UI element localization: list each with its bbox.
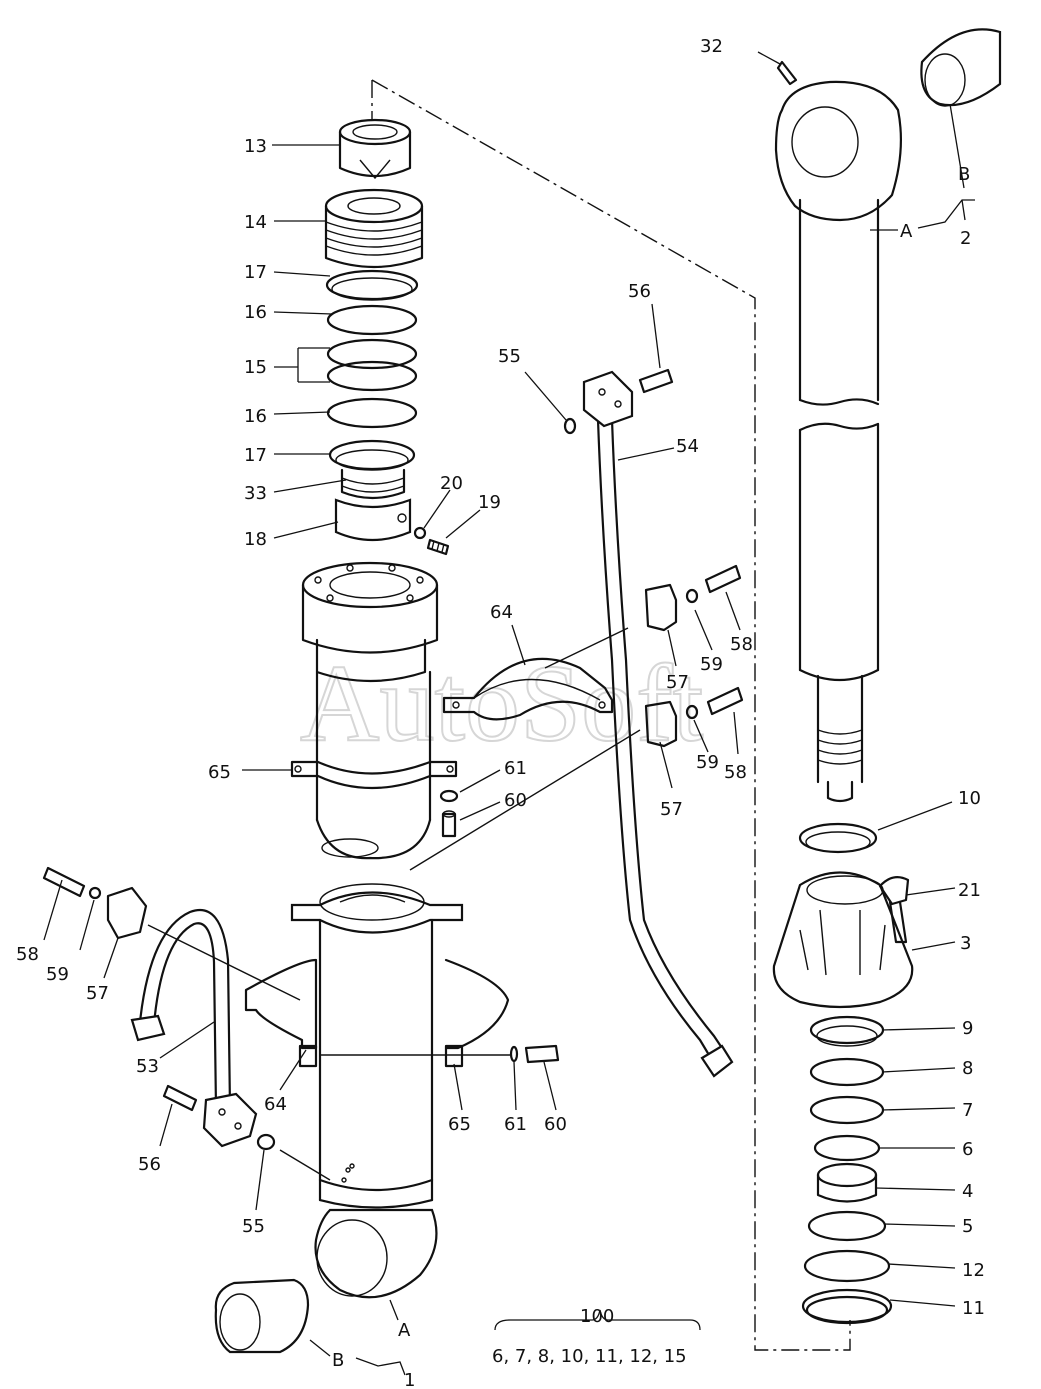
label-B-barrel: B xyxy=(332,1350,344,1371)
label-61: 61 xyxy=(504,758,527,779)
label-19: 19 xyxy=(478,492,501,513)
label-13: 13 xyxy=(244,136,267,157)
part-18-nut xyxy=(334,468,412,542)
label-59: 59 xyxy=(700,654,723,675)
label-65: 65 xyxy=(448,1114,471,1135)
label-17: 17 xyxy=(244,445,267,466)
label-8: 8 xyxy=(962,1058,973,1079)
part-2-piston-rod xyxy=(774,28,1002,803)
part-3-piston xyxy=(772,871,914,1009)
label-11: 11 xyxy=(962,1298,985,1319)
label-1: 1 xyxy=(404,1370,415,1389)
label-64: 64 xyxy=(264,1094,287,1115)
label-2: 2 xyxy=(960,228,971,249)
part-64-band-clamp-lower xyxy=(244,958,510,1050)
label-16: 16 xyxy=(244,302,267,323)
label-57: 57 xyxy=(660,799,683,820)
label-20: 20 xyxy=(440,473,463,494)
leader-lines xyxy=(43,51,975,1376)
label-58: 58 xyxy=(730,634,753,655)
label-60: 60 xyxy=(544,1114,567,1135)
part-65-61-60-lower xyxy=(298,1044,560,1068)
part-head-flange-upper-barrel xyxy=(301,561,439,860)
callout-labels: 32 13 14 17 16 15 16 17 33 18 20 19 55 5… xyxy=(16,36,985,1389)
label-7: 7 xyxy=(962,1100,973,1121)
label-59: 59 xyxy=(696,752,719,773)
part-64-saddle-clamp-upper xyxy=(442,657,614,721)
part-14-threaded-gland xyxy=(324,188,424,269)
label-9: 9 xyxy=(962,1018,973,1039)
seal-rings-stack xyxy=(325,269,419,471)
part-20-ball-19-setscrew xyxy=(413,526,450,556)
label-55: 55 xyxy=(498,346,521,367)
label-12: 12 xyxy=(962,1260,985,1281)
label-21: 21 xyxy=(958,880,981,901)
label-53: 53 xyxy=(136,1056,159,1077)
label-17: 17 xyxy=(244,262,267,283)
label-6: 6 xyxy=(962,1139,973,1160)
label-3: 3 xyxy=(960,933,971,954)
watermark: AutoSoft xyxy=(300,642,703,764)
label-15: 15 xyxy=(244,357,267,378)
label-4: 4 xyxy=(962,1181,973,1202)
label-57: 57 xyxy=(86,983,109,1004)
label-32: 32 xyxy=(700,36,723,57)
part-53-pipe-left-assembly xyxy=(42,866,276,1151)
label-56: 56 xyxy=(628,281,651,302)
label-16: 16 xyxy=(244,406,267,427)
label-10: 10 xyxy=(958,788,981,809)
part-65-band-clamp-upper xyxy=(290,760,458,790)
label-A-barrel: A xyxy=(398,1320,411,1341)
part-61-60-washer-bolt-upper xyxy=(439,789,459,838)
label-A-rod: A xyxy=(900,221,913,242)
label-64: 64 xyxy=(490,602,513,623)
part-13-cap xyxy=(338,118,412,180)
label-56: 56 xyxy=(138,1154,161,1175)
part-54-pipe-tube-right xyxy=(563,368,734,1078)
label-61: 61 xyxy=(504,1114,527,1135)
label-seal-kit-list: 6, 7, 8, 10, 11, 12, 15 xyxy=(492,1346,687,1367)
label-14: 14 xyxy=(244,212,267,233)
label-54: 54 xyxy=(676,436,699,457)
label-33: 33 xyxy=(244,483,267,504)
label-B-rod: B xyxy=(958,164,970,185)
label-5: 5 xyxy=(962,1216,973,1237)
label-100: 100 xyxy=(580,1306,614,1327)
part-57-59-58-block-washer-bolt-right xyxy=(644,564,744,748)
label-18: 18 xyxy=(244,529,267,550)
label-60: 60 xyxy=(504,790,527,811)
part-1-lower-barrel xyxy=(214,883,464,1354)
label-55: 55 xyxy=(242,1216,265,1237)
label-58: 58 xyxy=(16,944,39,965)
label-65: 65 xyxy=(208,762,231,783)
label-58: 58 xyxy=(724,762,747,783)
lower-seal-ring-stack xyxy=(801,1015,893,1325)
part-10-ring xyxy=(798,822,878,854)
label-57: 57 xyxy=(666,672,689,693)
label-59: 59 xyxy=(46,964,69,985)
